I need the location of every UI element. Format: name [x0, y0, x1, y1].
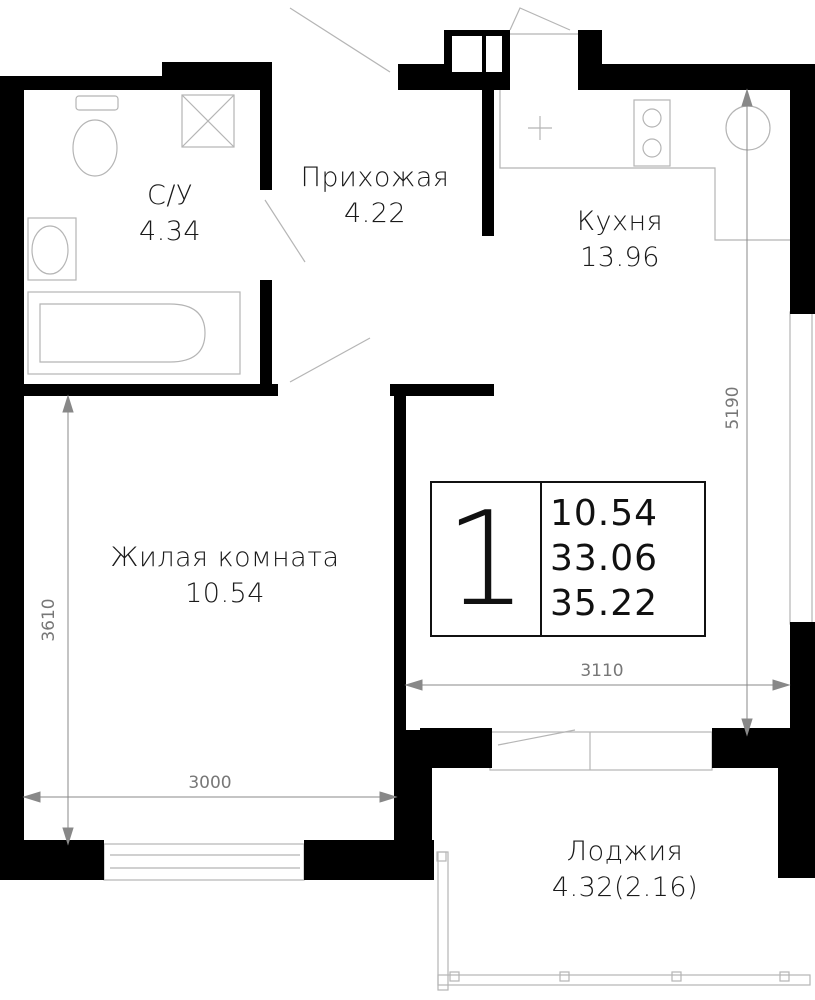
dim-living-height: 3610: [39, 598, 59, 642]
bath-sink-icon: [27, 217, 77, 281]
toilet-tank-icon: [75, 95, 119, 111]
loggia-rail-left: [437, 851, 449, 991]
room-name-living: Жилая комната: [110, 542, 340, 573]
rooms-count: 1: [432, 483, 542, 635]
bathtub-icon: [27, 291, 241, 375]
entrance-door-leaf: [289, 7, 391, 73]
room-label-bathroom: С/У 4.34: [110, 178, 230, 250]
room-name-bathroom: С/У: [147, 180, 193, 211]
living-window: [103, 843, 305, 881]
balcony-door: [489, 731, 713, 771]
area-values: 10.54 33.06 35.22: [550, 491, 658, 626]
dim-kitchen-height: 5190: [723, 386, 743, 430]
kitchen-sink-icon: [725, 105, 771, 151]
room-label-kitchen: Кухня 13.96: [520, 204, 720, 276]
room-area-bathroom: 4.34: [138, 216, 202, 247]
shower-tray-icon: [181, 94, 235, 148]
dimension-lines: [22, 88, 791, 846]
stove-icon: [633, 99, 671, 167]
total-area-value: 33.06: [550, 538, 659, 579]
room-name-hallway: Прихожая: [300, 162, 450, 193]
room-label-living: Жилая комната 10.54: [70, 540, 380, 612]
walls: [0, 30, 815, 880]
wall-right-upper: [790, 64, 815, 314]
dim-kitchen-width: 3110: [580, 661, 624, 681]
room-area-hallway: 4.22: [343, 198, 407, 229]
wall-left-upper: [0, 76, 24, 386]
apartment-summary: 1 10.54 33.06 35.22: [430, 481, 706, 637]
dim-living-width: 3000: [188, 773, 232, 793]
room-area-loggia: 4.32(2.16): [551, 872, 699, 903]
room-area-kitchen: 13.96: [580, 242, 660, 273]
wall-bath-bottom: [0, 384, 278, 396]
living-area-value: 10.54: [550, 493, 659, 534]
kitchen-counter: [499, 90, 790, 241]
right-window: [789, 311, 813, 625]
room-label-loggia: Лоджия 4.32(2.16): [520, 834, 730, 906]
room-name-kitchen: Кухня: [576, 206, 664, 237]
room-name-loggia: Лоджия: [566, 836, 684, 867]
top-window-sash: [509, 7, 571, 31]
fixtures: [27, 7, 813, 991]
bath-door-leaf: [264, 199, 306, 263]
room-area-living: 10.54: [185, 578, 265, 609]
living-door-leaf: [289, 337, 371, 383]
total-with-loggia-value: 35.22: [550, 583, 659, 624]
loggia-rail-bottom: [437, 974, 811, 986]
wall-left-lower: [0, 386, 24, 880]
room-label-hallway: Прихожая 4.22: [275, 160, 475, 232]
toilet-bowl-icon: [72, 119, 118, 177]
